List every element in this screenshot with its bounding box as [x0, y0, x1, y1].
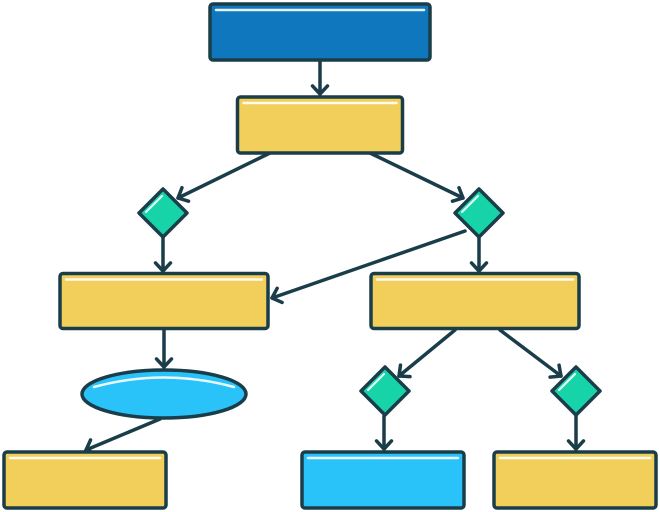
- node-end-middle: [300, 450, 466, 510]
- node-highlight: [92, 376, 236, 389]
- edge-arrow-decision-bottom-right-to-end-right: [566, 414, 586, 451]
- node-decision-bottom-right: [550, 365, 602, 417]
- arrowhead-icon: [450, 186, 465, 203]
- arrowhead-icon: [176, 185, 191, 203]
- edge-arrow-ellipse-node-to-end-left: [84, 417, 162, 456]
- node-end-right: [492, 450, 658, 510]
- edge-line: [368, 151, 465, 200]
- arrowhead-icon: [270, 286, 284, 305]
- arrowhead-icon: [469, 261, 489, 273]
- node-decision-bottom-left: [359, 365, 411, 417]
- edge-arrow-process-1-to-decision-left: [176, 151, 272, 203]
- node-end-left: [2, 450, 168, 510]
- node-box: [492, 450, 658, 510]
- edge-line: [270, 229, 467, 300]
- edge-arrow-process-right-to-decision-bottom-right: [498, 328, 563, 379]
- arrowhead-icon: [566, 439, 586, 451]
- node-process-1: [235, 95, 405, 155]
- node-box: [2, 450, 168, 510]
- decision-diamond: [137, 187, 189, 239]
- node-highlight: [460, 194, 480, 214]
- decision-diamond: [453, 187, 505, 239]
- edge-line: [498, 328, 563, 378]
- edge-arrow-start-to-process-1: [310, 58, 330, 96]
- node-box: [58, 271, 270, 331]
- decision-diamond: [550, 365, 602, 417]
- edge-arrow-process-1-to-decision-right: [368, 151, 465, 203]
- node-decision-left: [137, 187, 189, 239]
- node-ellipse-node: [80, 368, 248, 420]
- node-process-left: [58, 271, 270, 331]
- arrowhead-icon: [154, 357, 174, 369]
- edge-arrow-decision-right-to-process-left: [270, 229, 467, 305]
- arrowhead-icon: [153, 261, 173, 273]
- edge-arrow-process-right-to-decision-bottom-left: [397, 328, 457, 379]
- edge-arrow-decision-right-to-process-right: [469, 236, 489, 273]
- arrowhead-icon: [548, 363, 563, 379]
- edges-group: [84, 58, 586, 456]
- node-highlight: [557, 372, 577, 392]
- edge-arrow-decision-bottom-left-to-end-middle: [374, 414, 394, 451]
- node-process-right: [369, 271, 581, 331]
- edge-arrow-decision-left-to-process-left: [153, 236, 173, 273]
- edge-arrow-process-left-to-ellipse-node: [154, 328, 174, 369]
- arrowhead-icon: [310, 84, 330, 96]
- node-box: [300, 450, 466, 510]
- decision-diamond: [359, 365, 411, 417]
- edge-line: [84, 417, 162, 452]
- arrowhead-icon: [374, 439, 394, 451]
- arrowhead-icon: [397, 363, 412, 379]
- node-box: [208, 2, 432, 62]
- node-decision-right: [453, 187, 505, 239]
- node-highlight: [366, 372, 386, 392]
- node-box: [235, 95, 405, 155]
- edge-line: [397, 328, 457, 378]
- node-start: [208, 2, 432, 62]
- node-highlight: [144, 194, 164, 214]
- node-box: [369, 271, 581, 331]
- edge-line: [176, 151, 272, 200]
